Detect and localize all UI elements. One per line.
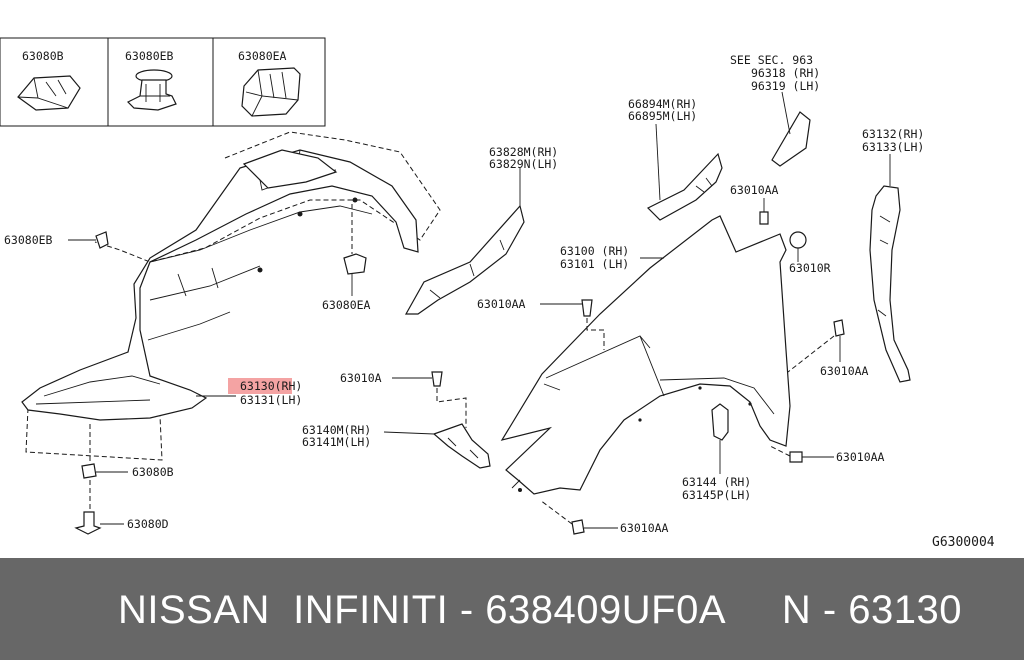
label-63144-rh: 63144 (RH) (682, 475, 751, 489)
label-63010aa-3: 63010AA (820, 364, 869, 378)
label-see-sec: SEE SEC. 963 (730, 53, 813, 67)
label-63101-lh: 63101 (LH) (560, 257, 629, 271)
label-63130-rh: 63130(RH) (240, 379, 302, 393)
label-63133-lh: 63133(LH) (862, 140, 924, 154)
label-63131-lh: 63131(LH) (240, 393, 302, 407)
label-96318-rh: 96318 (RH) (751, 66, 820, 80)
label-63080d: 63080D (127, 517, 169, 531)
parts-diagram: 63080B 63080EB 63080EA (0, 37, 995, 550)
label-63145p-lh: 63145P(LH) (682, 488, 751, 502)
label-63080eb: 63080EB (4, 233, 53, 247)
label-63080ea: 63080EA (322, 298, 371, 312)
footer-bar: NISSAN INFINITI - 638409UF0A N - 63130 (0, 558, 1024, 660)
fender-drawing (500, 215, 791, 495)
label-63140m-rh: 63140M(RH) (302, 423, 371, 437)
label-63010r: 63010R (789, 261, 831, 275)
label-63829n-lh: 63829N(LH) (489, 157, 558, 171)
label-63010aa-2: 63010AA (477, 297, 526, 311)
label-63100-rh: 63100 (RH) (560, 244, 629, 258)
seal-drawing (646, 123, 723, 221)
highlight-box (228, 378, 292, 394)
bolt-aa-5 (539, 499, 618, 535)
label-63132-rh: 63132(RH) (862, 127, 924, 141)
protector-drawing (711, 403, 729, 474)
label-66894m-rh: 66894M(RH) (628, 97, 697, 111)
clip-b-drawing (17, 75, 81, 111)
label-63080b: 63080B (132, 465, 174, 479)
bracket-drawing (404, 168, 525, 315)
bolt-a (392, 371, 467, 428)
clip-ea-part (343, 204, 367, 296)
label-63010a: 63010A (340, 371, 382, 385)
clip-eb-part (68, 231, 109, 249)
bolt-aa-3 (787, 319, 845, 373)
label-66895m-lh: 66895M(LH) (628, 109, 697, 123)
clip-b-part (81, 424, 128, 479)
mirror-cover-drawing (771, 91, 811, 167)
bolt-r (789, 231, 807, 262)
inset-label-63080eb: 63080EB (125, 49, 174, 63)
clip-eb-drawing (126, 69, 177, 111)
label-63010aa-4: 63010AA (836, 450, 885, 464)
cover-drawing (869, 154, 911, 383)
fender-liner-drawing (21, 131, 441, 461)
clip-ea-drawing (241, 67, 301, 117)
diagram-code: G6300004 (932, 535, 995, 550)
clip-inset-box: 63080B 63080EB 63080EA (0, 37, 326, 127)
label-63828m-rh: 63828M(RH) (489, 145, 558, 159)
inset-label-63080b: 63080B (22, 49, 64, 63)
stay-drawing (383, 423, 491, 469)
label-63141m-lh: 63141M(LH) (302, 435, 371, 449)
bolt-aa-1 (759, 198, 769, 225)
bolt-aa-2 (540, 299, 605, 350)
label-63010aa-5: 63010AA (620, 521, 669, 535)
clip-d-part (74, 480, 124, 535)
inset-label-63080ea: 63080EA (238, 49, 287, 63)
footer-text: NISSAN INFINITI - 638409UF0A N - 63130 (118, 588, 963, 632)
label-96319-lh: 96319 (LH) (751, 79, 820, 93)
label-63010aa-1: 63010AA (730, 183, 779, 197)
bolt-aa-4 (769, 445, 834, 463)
